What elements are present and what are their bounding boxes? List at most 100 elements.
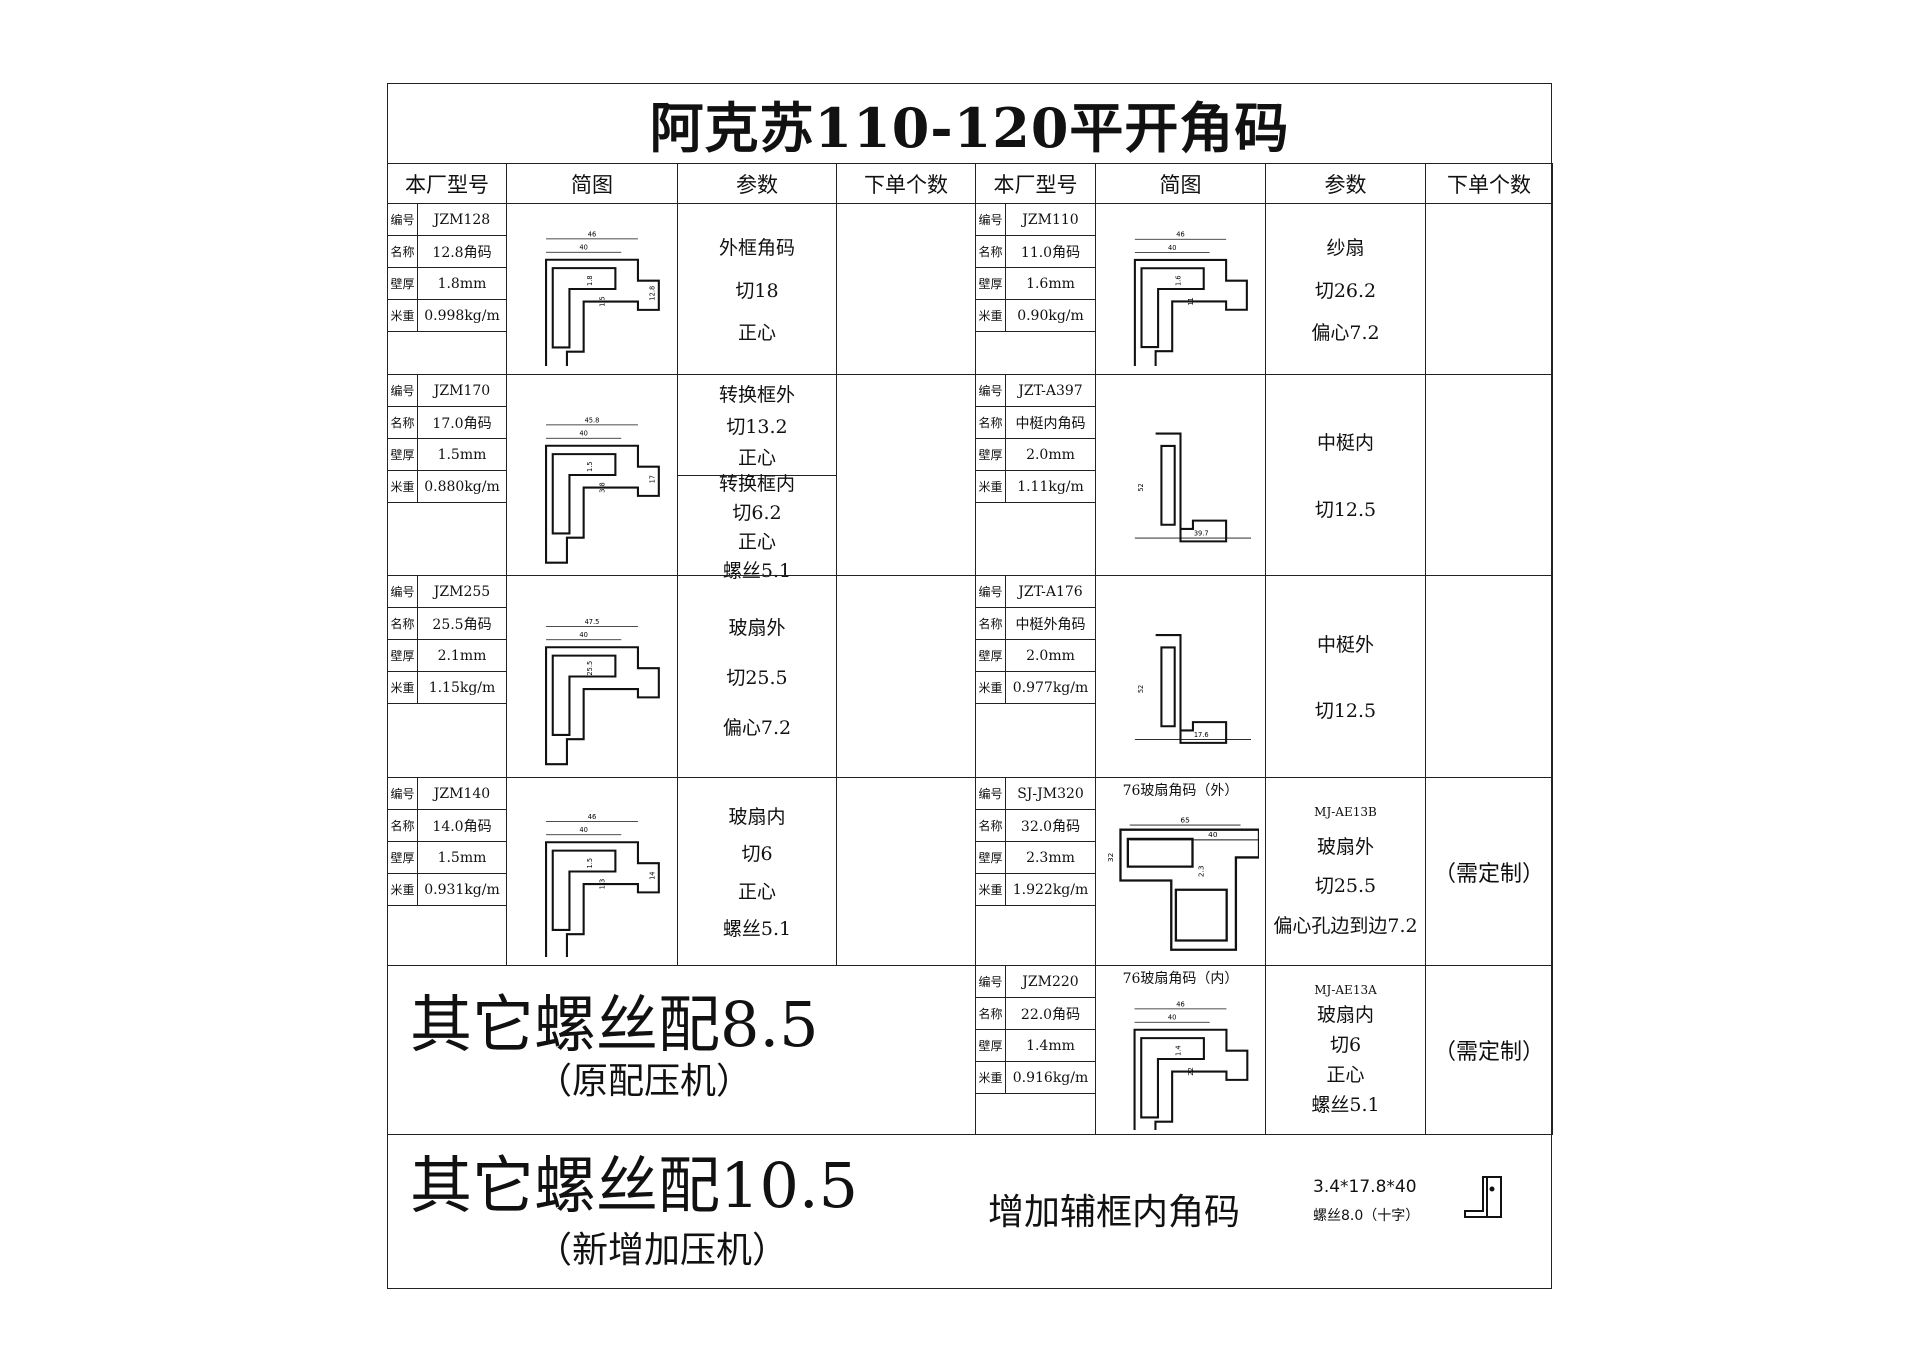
spec-label: 米重	[387, 299, 418, 332]
column-header: 参数	[1265, 163, 1426, 204]
extra-label: 增加辅框内角码	[988, 1192, 1241, 1233]
param-line: 玻扇外	[728, 617, 786, 639]
spec-weight: 1.11kg/m	[1005, 470, 1096, 503]
column-header: 下单个数	[836, 163, 976, 204]
column-header: 参数	[677, 163, 837, 204]
dimension-label: 40	[1168, 1014, 1177, 1022]
profile-outline	[1133, 258, 1248, 378]
params-cell: 中梃外切12.5	[1265, 575, 1426, 778]
spec-empty	[975, 502, 1096, 576]
spec-name: 22.0角码	[1005, 997, 1096, 1030]
order-quantity-cell[interactable]: （需定制）	[1425, 965, 1553, 1135]
param-line: 正心	[737, 530, 776, 553]
spec-wall: 1.4mm	[1005, 1029, 1096, 1062]
spec-code: JZM140	[417, 777, 507, 810]
spec-label: 名称	[975, 809, 1006, 842]
order-quantity-cell[interactable]	[1425, 203, 1553, 375]
order-quantity-cell[interactable]	[1425, 374, 1553, 576]
dimension-label: 40	[579, 826, 588, 834]
spec-label: 壁厚	[387, 841, 418, 874]
spec-name: 中梃外角码	[1005, 607, 1096, 640]
dimension-label: 46	[1176, 231, 1184, 239]
dimension-label: 1.5	[586, 858, 594, 869]
spec-empty	[975, 331, 1096, 375]
param-line: 玻扇外	[1316, 835, 1374, 858]
spec-weight: 1.15kg/m	[417, 671, 507, 704]
dimension-label: 11	[1187, 297, 1195, 305]
spec-name: 11.0角码	[1005, 235, 1096, 268]
param-line: 切6	[741, 843, 773, 866]
order-quantity-cell[interactable]	[836, 777, 976, 966]
spec-weight: 0.916kg/m	[1005, 1061, 1096, 1094]
spec-label: 米重	[975, 1061, 1006, 1094]
dimension-label: 1.4	[1175, 1045, 1183, 1056]
profile-outline	[545, 258, 660, 378]
dimension-label: 40	[1168, 244, 1176, 252]
spec-label: 名称	[975, 235, 1006, 268]
param-line: 纱扇	[1326, 237, 1365, 260]
page-title: 阿克苏110-120平开角码	[387, 83, 1552, 164]
model-code: MJ-AE13A	[1314, 983, 1377, 997]
note-main: 其它螺丝配8.5	[410, 988, 819, 1061]
spec-code: JZM110	[1005, 203, 1096, 236]
spec-empty	[387, 905, 507, 966]
param-line: 正心	[737, 880, 776, 903]
param-line: 螺丝5.1	[722, 559, 792, 582]
spec-label: 编号	[975, 777, 1006, 810]
dimension-label: 17.6	[1194, 731, 1209, 739]
spec-empty	[387, 703, 507, 778]
dimension-label: 17	[649, 475, 657, 484]
param-line: 切6	[1329, 1034, 1362, 1056]
dimension-label: 46	[588, 230, 597, 238]
spec-code: JZM170	[417, 374, 507, 407]
spec-empty	[975, 1093, 1096, 1135]
note-sub: （原配压机）	[536, 1061, 753, 1102]
spec-label: 编号	[387, 203, 418, 236]
order-quantity-cell[interactable]	[836, 374, 976, 576]
drawing-caption: 76玻扇角码（内）	[1122, 971, 1239, 987]
order-quantity-cell[interactable]	[836, 203, 976, 375]
dimension-label: 32	[1106, 853, 1115, 862]
dimension-label: 1.5	[599, 296, 607, 307]
order-quantity-cell[interactable]	[836, 575, 976, 778]
param-line: 偏心7.2	[1311, 321, 1380, 344]
order-quantity-cell[interactable]: （需定制）	[1425, 777, 1553, 966]
spec-code: JZM255	[417, 575, 507, 608]
spec-label: 编号	[975, 965, 1006, 998]
dimension-label: 40	[579, 430, 588, 438]
param-line: 切12.5	[1314, 498, 1377, 521]
spec-wall: 1.6mm	[1005, 267, 1096, 300]
extra-size: 3.4*17.8*40	[1313, 1177, 1417, 1197]
extra-screw: 螺丝8.0（十字）	[1313, 1208, 1420, 1224]
spec-label: 米重	[387, 470, 418, 503]
dimension-label: 40	[579, 631, 588, 639]
param-line: 切6.2	[732, 501, 782, 524]
order-quantity-cell[interactable]	[1425, 575, 1553, 778]
spec-weight: 0.977kg/m	[1005, 671, 1096, 704]
dimension-label: 52	[1137, 685, 1145, 693]
spec-weight: 0.880kg/m	[417, 470, 507, 503]
spec-label: 编号	[387, 777, 418, 810]
profile-outline	[545, 646, 660, 766]
dimension-label: 14	[649, 871, 657, 880]
spec-wall: 2.3mm	[1005, 841, 1096, 874]
dimension-label: 1.8	[586, 275, 594, 286]
spec-label: 名称	[387, 809, 418, 842]
spec-wall: 1.5mm	[417, 841, 507, 874]
spec-code: JZM220	[1005, 965, 1096, 998]
dimension-label: 46	[1176, 1000, 1185, 1008]
drawing-caption: 76玻扇角码（外）	[1122, 783, 1239, 799]
spec-wall: 2.0mm	[1005, 438, 1096, 471]
